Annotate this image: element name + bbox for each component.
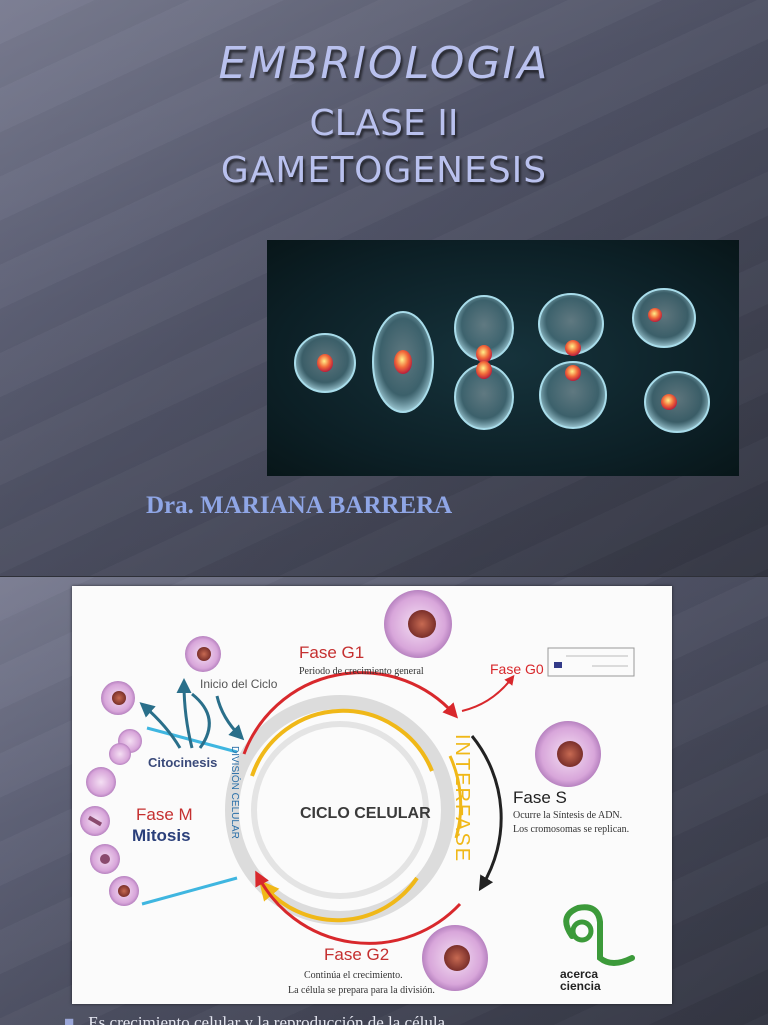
- s-title: Fase S: [513, 788, 567, 807]
- red-arrow-g2: [255, 870, 462, 945]
- outer-ring: [225, 695, 455, 925]
- black-arrow-s: [470, 735, 503, 892]
- yellow-arc-top: [250, 708, 434, 777]
- author-name: Dra. MARIANA BARRERA: [146, 492, 453, 519]
- blue-arrow-start: [215, 695, 245, 741]
- red-arrow-g1: [242, 671, 459, 755]
- center-label: CICLO CELULAR: [300, 805, 431, 822]
- yellow-arc-bottom: [258, 876, 419, 923]
- slide-title: EMBRIOLOGIA: [218, 38, 550, 89]
- cell-g1: [384, 590, 452, 658]
- slide-subtitle-class: CLASE II: [309, 103, 459, 144]
- yellow-arc-right: [448, 755, 463, 839]
- blue-arrow-left: [139, 702, 182, 749]
- g2-title: Fase G2: [324, 945, 389, 964]
- g1-desc: Periodo de crecimiento general: [299, 666, 424, 677]
- blue-arrow-curve: [191, 692, 211, 749]
- m-subtitle: Mitosis: [132, 826, 191, 845]
- s-desc-2: Los cromosomas se replican.: [513, 824, 629, 835]
- acerca-ciencia-logo: acerca ciencia: [560, 904, 635, 993]
- cyan-line-top: [146, 726, 238, 754]
- cell-s: [535, 721, 601, 787]
- g2-desc-2: La célula se prepara para la división.: [288, 985, 435, 996]
- mitosis-cells: [80, 636, 221, 906]
- bullet-text: ■Es crecimiento celular y la reproducció…: [64, 1013, 764, 1025]
- cell-division-illustration: [294, 288, 710, 433]
- division-label: DIVISIÓN CELULAR: [229, 746, 242, 839]
- cell-cycle-diagram: CICLO CELULAR Fase G1 Periodo de crecimi…: [72, 586, 672, 1004]
- cell-division-photo: [267, 240, 739, 476]
- title-slide: EMBRIOLOGIA CLASE II GAMETOGENESIS: [0, 0, 768, 576]
- cell-cycle-svg: CICLO CELULAR Fase G1 Periodo de crecimi…: [80, 590, 635, 996]
- g0-title: Fase G0: [490, 661, 544, 677]
- cell-g2: [422, 925, 488, 991]
- red-arrow-g0: [461, 674, 515, 712]
- g2-desc-1: Continúa el crecimiento.: [304, 970, 403, 981]
- g1-title: Fase G1: [299, 643, 364, 662]
- citocinesis-label: Citocinesis: [148, 755, 217, 770]
- cyan-line-bottom: [141, 876, 238, 906]
- cell-cycle-slide: CICLO CELULAR Fase G1 Periodo de crecimi…: [0, 576, 768, 1025]
- inner-ring: [251, 721, 429, 899]
- inicio-ciclo-label: Inicio del Ciclo: [200, 677, 278, 691]
- slide-subtitle-topic: GAMETOGENESIS: [220, 150, 548, 191]
- bullet-icon: ■: [64, 1013, 75, 1025]
- svg-text:acerca: acerca: [560, 967, 598, 981]
- g0-legend-box: [547, 647, 635, 677]
- blue-arrow-up: [176, 678, 194, 749]
- s-desc-1: Ocurre la Síntesis de ADN.: [513, 810, 622, 821]
- interfase-label: INTERFASE: [451, 734, 473, 863]
- svg-text:ciencia: ciencia: [560, 979, 601, 993]
- m-title: Fase M: [136, 805, 193, 824]
